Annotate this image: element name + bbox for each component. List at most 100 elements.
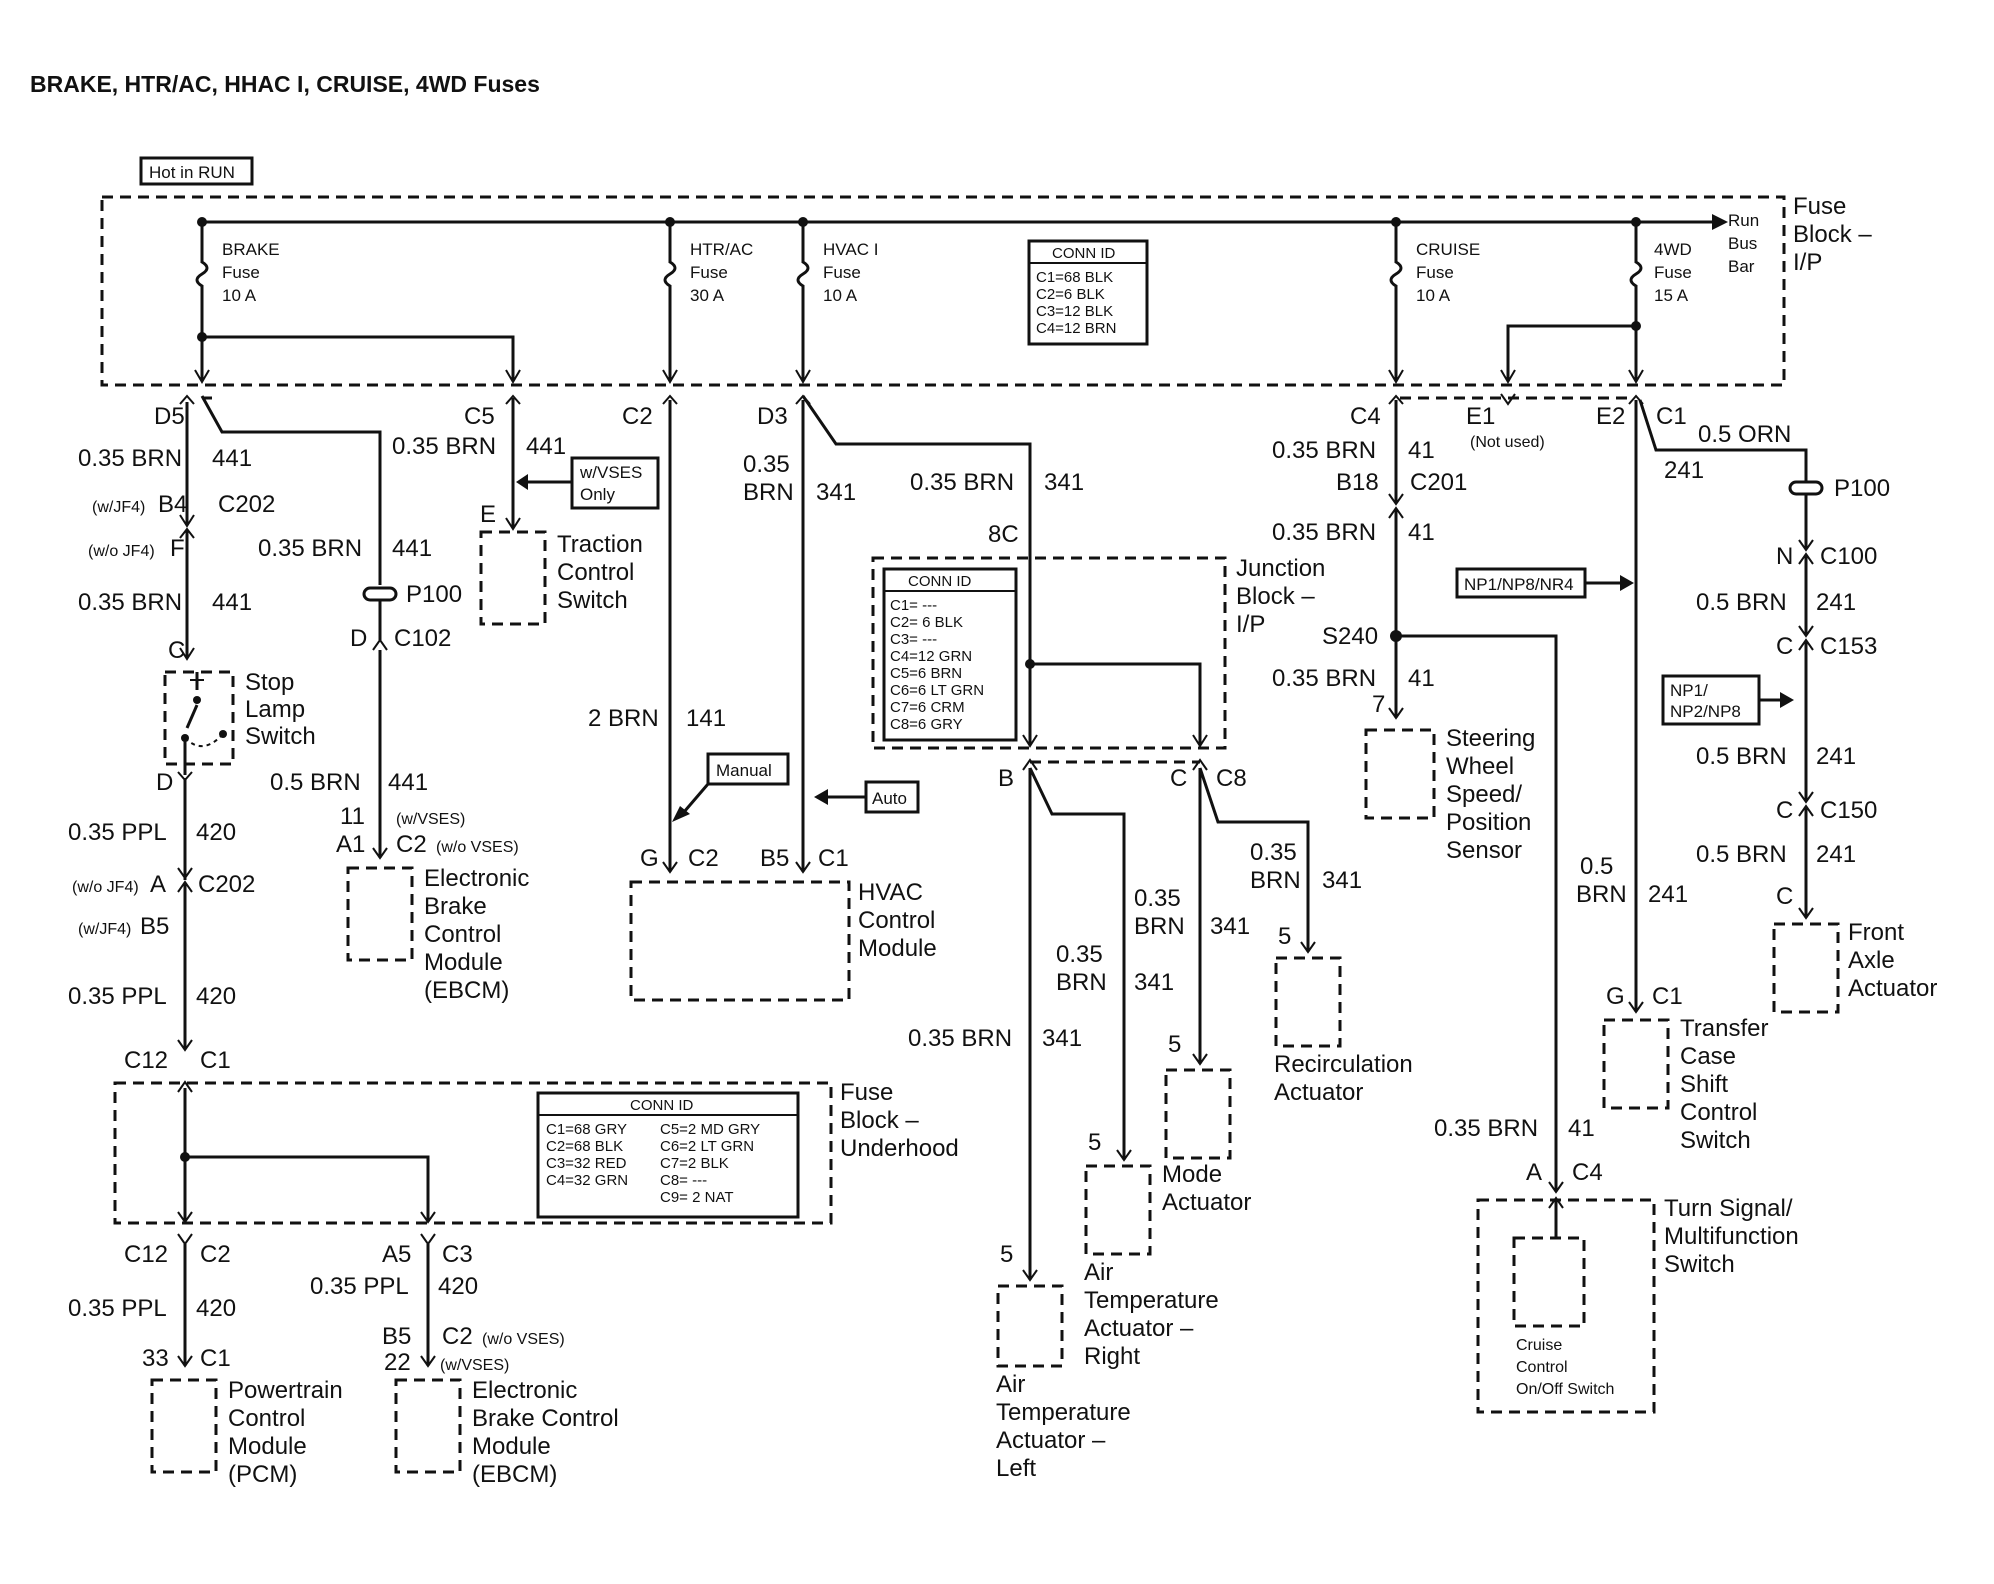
hvac-wire-2: 2 BRN (588, 705, 659, 732)
junction-c: C (1170, 765, 1187, 792)
mode-actuator-box (1164, 1068, 1232, 1160)
4wd-fuse-name: 4WD (1654, 240, 1692, 259)
brake-b5: B5 (140, 913, 169, 940)
4wd-n: N (1776, 543, 1793, 570)
uh-conn-id-col1: C3=32 RED (546, 1155, 627, 1172)
traction-control-switch-box (479, 530, 547, 626)
uh-left-c2: C2 (200, 1241, 231, 1268)
hot-in-run-label: Hot in RUN (149, 163, 235, 182)
cruise-circ-2: 41 (1408, 519, 1435, 546)
jb-conn-id-row: C5=6 BRN (890, 665, 962, 682)
air-temp-left-box (996, 1284, 1064, 1368)
uh-left-conn: C1 (200, 1345, 231, 1372)
ebcm-top-label-4: Module (424, 949, 503, 976)
recirc-wire: 0.35 (1250, 839, 1297, 866)
uh-conn-id-col2: C9= 2 NAT (660, 1189, 734, 1206)
brake-conn-c: C (168, 637, 185, 664)
hvac-wire-1b: BRN (743, 479, 794, 506)
atr-wire: 0.35 (1056, 941, 1103, 968)
cruise-fuse (1388, 217, 1404, 384)
tcss-label-3: Shift (1680, 1071, 1728, 1098)
cruise-onoff-label-1: Cruise (1516, 1337, 1562, 1354)
4wd-fuse-word: Fuse (1654, 263, 1692, 282)
stop-lamp-switch (163, 670, 235, 775)
cruise-fuse-word: Fuse (1416, 263, 1454, 282)
term-e1-not-used: (Not used) (1470, 434, 1545, 451)
4wd-circ-5: 241 (1648, 881, 1688, 908)
recirc-label-1: Recirculation (1274, 1051, 1413, 1078)
cruise-wire-2: 0.35 BRN (1272, 519, 1376, 546)
ebcm-top-label-2: Brake (424, 893, 487, 920)
uh-left-pin: 33 (142, 1345, 169, 1372)
atr-label-1: Air (1084, 1259, 1113, 1286)
transfer-case-switch-box (1602, 1018, 1670, 1110)
hvac-control-module-box (629, 880, 851, 1002)
brake-fuse-name: BRAKE (222, 240, 280, 259)
cruise-wire-3: 0.35 BRN (1272, 665, 1376, 692)
underhood-name-1: Fuse (840, 1079, 893, 1106)
tcs-conn-e: E (480, 501, 496, 528)
4wd-wires (1628, 394, 1824, 1014)
brake-fuse-word: Fuse (222, 263, 260, 282)
uh-right-wo-vses: (w/o VSES) (482, 1331, 565, 1348)
pcm-label-4: (PCM) (228, 1461, 297, 1488)
brake-wire-3: 0.35 PPL (68, 819, 167, 846)
vses-only-callout (516, 456, 660, 510)
brake-circ-4: 420 (196, 983, 236, 1010)
bus-bar-label-3: Bar (1728, 257, 1755, 276)
junction-name-1: Junction (1236, 555, 1325, 582)
cruise-circ-4: 41 (1568, 1115, 1595, 1142)
pcm-label-1: Powertrain (228, 1377, 343, 1404)
term-c5: C5 (464, 403, 495, 430)
ip-conn-id-row: C4=12 BRN (1036, 320, 1116, 337)
jb-conn-id-row: C6=6 LT GRN (890, 682, 984, 699)
brake-a: A (150, 871, 166, 898)
uh-conn-id-col1: C2=68 BLK (546, 1138, 623, 1155)
uh-right-w-vses: (w/VSES) (440, 1357, 509, 1374)
tcss-label-2: Case (1680, 1043, 1736, 1070)
4wd-circ-4: 241 (1816, 841, 1856, 868)
front-axle-label-3: Actuator (1848, 975, 1937, 1002)
hvac-circ-1: 341 (816, 479, 856, 506)
cruise-s240: S240 (1322, 623, 1378, 650)
cruise-onoff-label-3: On/Off Switch (1516, 1381, 1614, 1398)
hot-in-run-box (139, 156, 254, 186)
ebcm-top-label-3: Control (424, 921, 501, 948)
np-callout-4wd (1661, 674, 1794, 726)
steering-wheel-sensor-box (1364, 728, 1436, 820)
c5-wire-3: 0.5 BRN (270, 769, 361, 796)
diagram-title: BRAKE, HTR/AC, HHAC I, CRUISE, 4WD Fuses (30, 71, 540, 97)
brake-c12: C12 (124, 1047, 168, 1074)
atr-circ: 341 (1134, 969, 1174, 996)
tcs-label-1: Traction (557, 531, 643, 558)
brake-f: F (170, 535, 185, 562)
4wd-wire-2: 0.5 BRN (1696, 589, 1787, 616)
uh-right-pin22: 22 (384, 1349, 411, 1376)
4wd-wire-5: 0.5 (1580, 853, 1613, 880)
brake-circuit-wires (179, 394, 382, 661)
brake-circ-3: 420 (196, 819, 236, 846)
brake-fuse-rating: 10 A (222, 286, 257, 305)
term-e1: E1 (1466, 403, 1495, 430)
brake-b4: B4 (158, 491, 187, 518)
atl-circ: 341 (1042, 1025, 1082, 1052)
4wd-c-2: C (1776, 797, 1793, 824)
4wd-circ-3: 241 (1816, 743, 1856, 770)
4wd-wire-3: 0.5 BRN (1696, 743, 1787, 770)
hvac-i-fuse-name: HVAC I (823, 240, 878, 259)
manual-label: Manual (716, 761, 772, 780)
htr-ac-fuse (662, 217, 678, 384)
cruise-circ-3: 41 (1408, 665, 1435, 692)
4wd-p100: P100 (1834, 475, 1890, 502)
manual-callout (672, 752, 790, 822)
hvac-module-label-1: HVAC (858, 879, 923, 906)
fuse-block-ip-outline (100, 195, 1786, 387)
c5-circ-2: 441 (392, 535, 432, 562)
sensor-label-1: Steering (1446, 725, 1535, 752)
c5-wo-vses: (w/o VSES) (436, 839, 519, 856)
bus-bar-arrow (1712, 214, 1728, 230)
junction-c8: C8 (1216, 765, 1247, 792)
brake-jf4-b5: (w/JF4) (78, 921, 131, 938)
ebcm-top-label-5: (EBCM) (424, 977, 509, 1004)
4wd-c-3: C (1776, 883, 1793, 910)
